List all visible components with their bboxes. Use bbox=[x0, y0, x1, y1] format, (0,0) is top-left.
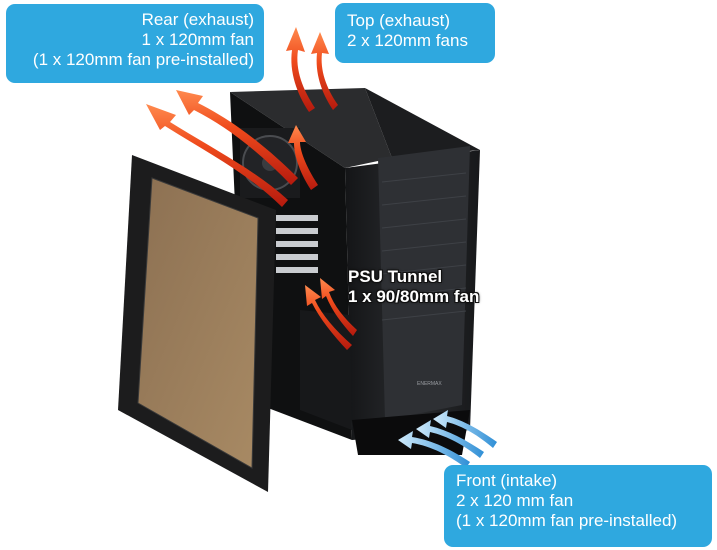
rear-callout-preinstalled: (1 x 120mm fan pre-installed) bbox=[32, 50, 254, 69]
front-callout-preinstalled: (1 x 120mm fan pre-installed) bbox=[456, 511, 678, 530]
front-logo: ENERMAX bbox=[417, 381, 442, 387]
top-callout-fan-count: 2 x 120mm fans bbox=[347, 31, 468, 50]
front-intake-arrows bbox=[398, 410, 497, 468]
front-callout-fan-count: 2 x 120 mm fan bbox=[456, 491, 574, 510]
rear-exhaust-arrows bbox=[146, 90, 318, 207]
top-callout-title: Top (exhaust) bbox=[347, 11, 450, 30]
psu-tunnel-arrows bbox=[305, 278, 357, 350]
psu-tunnel-label: PSU Tunnel 1 x 90/80mm fan bbox=[348, 267, 479, 307]
side-panel bbox=[118, 155, 276, 492]
front-callout-title: Front (intake) bbox=[456, 471, 558, 490]
front-intake-callout: Front (intake) 2 x 120 mm fan (1 x 120mm… bbox=[444, 465, 712, 547]
psu-label-title: PSU Tunnel bbox=[348, 267, 443, 286]
top-exhaust-arrows bbox=[286, 27, 338, 112]
top-exhaust-callout: Top (exhaust) 2 x 120mm fans bbox=[335, 3, 495, 63]
rear-exhaust-callout: Rear (exhaust) 1 x 120mm fan (1 x 120mm … bbox=[6, 4, 264, 83]
rear-callout-title: Rear (exhaust) bbox=[141, 10, 254, 29]
psu-label-fan-size: 1 x 90/80mm fan bbox=[348, 287, 480, 306]
rear-callout-fan-count: 1 x 120mm fan bbox=[141, 30, 254, 49]
